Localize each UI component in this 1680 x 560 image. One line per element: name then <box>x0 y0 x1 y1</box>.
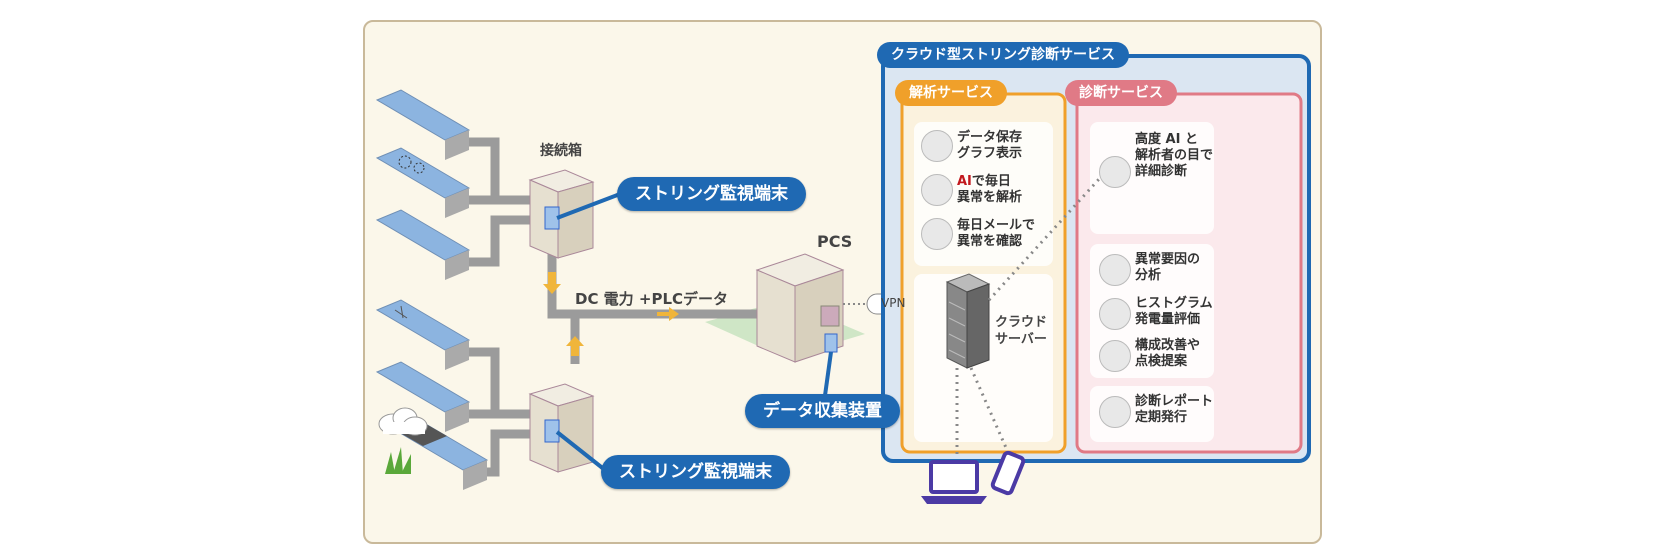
ai-highlight: AI <box>957 174 972 189</box>
data-collector-callout: データ収集装置 <box>745 394 900 428</box>
grass-icon <box>385 447 411 474</box>
diagnosis-item-4: 構成改善や 点検提案 <box>1135 338 1201 369</box>
junction-box-top <box>528 169 595 259</box>
laptop-icon <box>921 460 987 504</box>
string-monitor-callout-top: ストリング監視端末 <box>617 177 806 211</box>
arrow-up-icon <box>566 336 584 356</box>
analysis-item-3: 毎日メールで 異常を確認 <box>957 218 1036 249</box>
vpn-label: VPN <box>881 296 906 310</box>
report-icon <box>1099 396 1131 428</box>
cloud-server-label: クラウド サーバー <box>995 315 1048 347</box>
solar-panels <box>375 89 489 490</box>
magnifier-icon <box>921 174 953 206</box>
diagnosis-service-title: 診断サービス <box>1065 80 1177 106</box>
diagnosis-item-2: 異常要因の 分析 <box>1135 252 1201 283</box>
junction-box-label: 接続箱 <box>540 143 582 159</box>
magnifier-icon <box>1099 340 1131 372</box>
diagnosis-panel-1 <box>1090 122 1214 234</box>
analysis-service-title: 解析サービス <box>895 80 1007 106</box>
diagram-frame: 接続箱 PCS DC 電力 +PLCデータ VPN クラウド サーバー ストリン… <box>363 20 1322 544</box>
magnifier-icon <box>1099 254 1131 286</box>
analysis-item-2-text: で毎日 異常を解析 <box>957 174 1023 205</box>
cloud-service-title: クラウド型ストリング診断サービス <box>877 42 1129 68</box>
mail-icon <box>921 218 953 250</box>
histogram-icon <box>1099 298 1131 330</box>
analysis-item-1: データ保存 グラフ表示 <box>957 130 1023 161</box>
flow-label: DC 電力 +PLCデータ <box>575 290 729 308</box>
smartphone-icon <box>990 450 1026 496</box>
arrow-right-icon <box>657 307 679 321</box>
analysis-item-2: AIで毎日 異常を解析 <box>957 174 1022 206</box>
pcs-cabinet <box>755 253 845 363</box>
graph-icon <box>921 130 953 162</box>
diagnosis-item-1: 高度 AI と 解析者の目で 詳細診断 <box>1135 132 1214 179</box>
diagnosis-item-3: ヒストグラム 発電量評価 <box>1135 296 1213 327</box>
string-monitor-callout-bottom: ストリング監視端末 <box>601 455 790 489</box>
pcs-label: PCS <box>817 232 853 251</box>
cloud-shade-icon <box>378 407 428 436</box>
diagnosis-item-5: 診断レポート 定期発行 <box>1135 394 1214 425</box>
data-links <box>955 176 1102 454</box>
flow-arrows <box>543 272 679 356</box>
arrow-down-icon <box>543 272 561 294</box>
server-rack-icon <box>945 273 991 369</box>
junction-box-bottom <box>528 383 595 473</box>
person-icon <box>1099 156 1131 188</box>
